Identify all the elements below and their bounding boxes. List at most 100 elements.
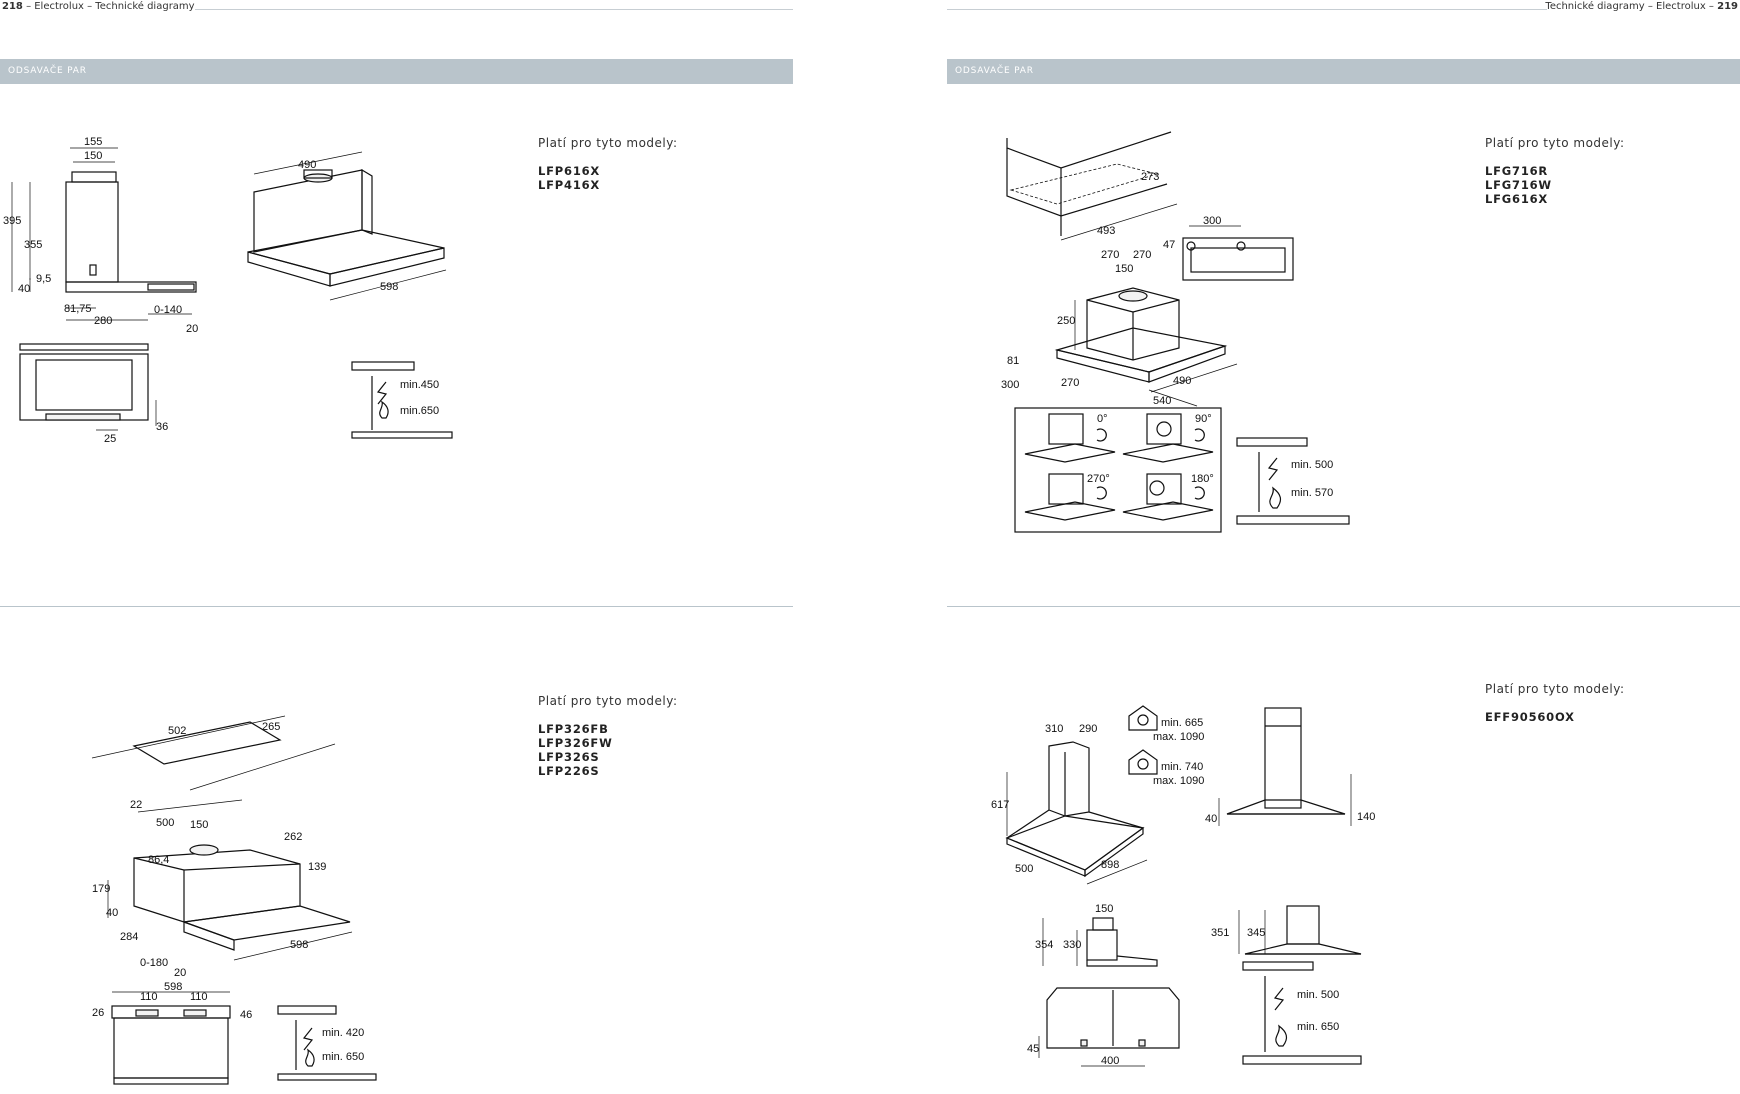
models-label: Platí pro tyto modely: — [538, 136, 678, 150]
clearance-label: min.450 — [400, 379, 439, 391]
dimension-label: 354 — [1035, 939, 1053, 951]
dimension-label: 25 — [104, 433, 116, 445]
extraction-house-icon — [1128, 749, 1158, 775]
dimension-label: 46 — [240, 1009, 252, 1021]
dimension-label: 493 — [1097, 225, 1115, 237]
dimension-label: 0-140 — [154, 304, 182, 316]
dimension-label: 290 — [1079, 723, 1097, 735]
dimension-label: 355 — [24, 239, 42, 251]
dimension-label: 150 — [84, 150, 102, 162]
recirculation-house-icon — [1128, 705, 1158, 731]
clearance-label: max. 1090 — [1153, 775, 1204, 787]
model-name: LFP616X — [538, 164, 601, 178]
dimension-label: 81,75 — [64, 303, 92, 315]
dimension-label: 40 — [18, 283, 30, 295]
clearance-label: min. 665 — [1161, 717, 1203, 729]
rotation-180-icon: 180° — [1122, 473, 1214, 521]
model-name: LFG616X — [1485, 192, 1549, 206]
dimension-label: 300 — [1203, 215, 1221, 227]
rotation-90-icon: 90° — [1122, 413, 1214, 463]
dimension-label: 270 — [1133, 249, 1151, 261]
left-page: 218 – Electrolux – Technické diagramy OD… — [0, 0, 793, 1094]
left-running-title: – Electrolux – Technické diagramy — [26, 1, 195, 12]
dimension-label: 20 — [186, 323, 198, 335]
clearance-label: max. 1090 — [1153, 731, 1204, 743]
rotation-270-icon: 270° — [1024, 473, 1116, 521]
dimension-label: 81 — [1007, 355, 1019, 367]
clearance-label: min. 650 — [1297, 1021, 1339, 1033]
hood-diagram-lfp616x: 155 150 395 355 9,5 40 81,75 280 0-140 2… — [3, 136, 453, 445]
model-name: LFG716W — [1485, 178, 1552, 192]
right-running-title: Technické diagramy – Electrolux – — [1545, 1, 1714, 12]
model-name: EFF90560OX — [1485, 710, 1575, 724]
dimension-label: 36 — [156, 421, 168, 433]
dimension-label: 540 — [1153, 395, 1171, 407]
clearance-label: min. 500 — [1291, 459, 1333, 471]
model-name: LFP226S — [538, 764, 600, 778]
left-section-label: ODSAVAČE PAR — [8, 66, 87, 76]
models-list-lfg716: Platí pro tyto modely: LFG716R LFG716W L… — [1485, 136, 1625, 206]
dimension-label: 20 — [174, 967, 186, 979]
dimension-label: 300 — [1001, 379, 1019, 391]
clearance-label: min. 650 — [322, 1051, 364, 1063]
models-list-lfp616x: Platí pro tyto modely: LFP616X LFP416X — [538, 136, 678, 192]
left-section-band: ODSAVAČE PAR — [0, 59, 793, 84]
models-label: Platí pro tyto modely: — [538, 694, 678, 708]
models-list-lfp326: Platí pro tyto modely: LFP326FB LFP326FW… — [538, 694, 678, 778]
right-page: Technické diagramy – Electrolux – 219 OD… — [947, 0, 1740, 1094]
models-label: Platí pro tyto modely: — [1485, 682, 1625, 696]
dimension-label: 500 — [156, 817, 174, 829]
dimension-label: 250 — [1057, 315, 1075, 327]
dimension-label: 150 — [1115, 263, 1133, 275]
dimension-label: 284 — [120, 931, 138, 943]
model-name: LFG716R — [1485, 164, 1549, 178]
right-section-band: ODSAVAČE PAR — [947, 59, 1740, 84]
models-list-eff90560ox: Platí pro tyto modely: EFF90560OX — [1485, 682, 1625, 724]
dimension-label: 0-180 — [140, 957, 168, 969]
right-page-divider — [947, 606, 1740, 607]
right-header-rule — [947, 9, 1547, 10]
dimension-label: 270 — [1101, 249, 1119, 261]
dimension-label: 40 — [106, 907, 118, 919]
dimension-label: 310 — [1045, 723, 1063, 735]
dimension-label: 273 — [1141, 171, 1159, 183]
left-page-number: 218 — [2, 1, 23, 12]
dimension-label: 47 — [1163, 239, 1175, 251]
model-name: LFP326FW — [538, 736, 613, 750]
dimension-label: 140 — [1357, 811, 1375, 823]
clearance-label: min. 740 — [1161, 761, 1203, 773]
left-running-header: 218 – Electrolux – Technické diagramy — [2, 1, 195, 12]
dimension-label: 490 — [1173, 375, 1191, 387]
dimension-label: 150 — [190, 819, 208, 831]
dimension-label: 150 — [1095, 903, 1113, 915]
right-page-number: 219 — [1717, 1, 1738, 12]
clearance-label: min. 420 — [322, 1027, 364, 1039]
dimension-label: 270 — [1061, 377, 1079, 389]
hood-diagram-eff90560ox: 310 290 617 500 898 min. 665 max. 1090 m… — [991, 705, 1375, 1067]
dimension-label: 500 — [1015, 863, 1033, 875]
dimension-label: 351 — [1211, 927, 1229, 939]
dimension-label: 179 — [92, 883, 110, 895]
dimension-label: 330 — [1063, 939, 1081, 951]
dimension-label: 598 — [380, 281, 398, 293]
rotation-label: 180° — [1191, 473, 1214, 485]
dimension-label: 22 — [130, 799, 142, 811]
dimension-label: 400 — [1101, 1055, 1119, 1067]
model-name: LFP416X — [538, 178, 601, 192]
dimension-label: 598 — [290, 939, 308, 951]
rotation-0-icon: 0° — [1024, 413, 1116, 463]
left-page-divider — [0, 606, 793, 607]
dimension-label: 502 — [168, 725, 186, 737]
rotation-label: 0° — [1097, 413, 1108, 425]
clearance-label: min. 500 — [1297, 989, 1339, 1001]
hood-diagram-lfg716: 273 493 300 47 270 270 150 250 81 490 30… — [1001, 131, 1350, 533]
dimension-label: 110 — [140, 991, 158, 1003]
dimension-label: 898 — [1101, 859, 1119, 871]
dimension-label: 280 — [94, 315, 112, 327]
dimension-label: 395 — [3, 215, 21, 227]
clearance-label: min. 570 — [1291, 487, 1333, 499]
dimension-label: 9,5 — [36, 273, 51, 285]
dimension-label: 345 — [1247, 927, 1265, 939]
dimension-label: 262 — [284, 831, 302, 843]
dimension-label: 26 — [92, 1007, 104, 1019]
